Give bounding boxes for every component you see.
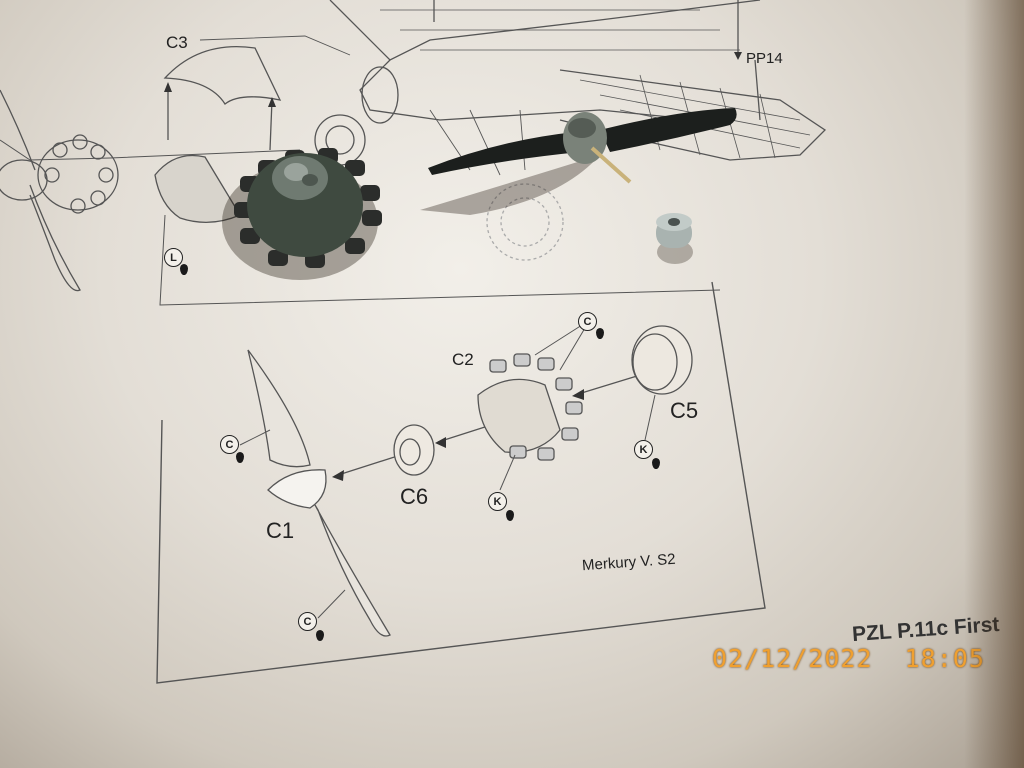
propeller-blade-left	[428, 132, 580, 175]
paint-code-k-cap: K	[634, 440, 653, 459]
camera-timestamp: 02/12/2022 18:05	[712, 644, 985, 673]
paint-code-k-engine: K	[488, 492, 507, 511]
paint-code-c-engine: C	[578, 312, 597, 331]
label-c3: C3	[166, 33, 188, 52]
paint-code-c-upper: C	[220, 435, 239, 454]
propeller-blade-right	[600, 108, 737, 152]
label-c1: C1	[266, 518, 295, 543]
paint-code-l: L	[164, 248, 183, 267]
label-pp14: PP14	[746, 50, 783, 67]
radial-engine-part	[234, 148, 382, 268]
label-c5: C5	[670, 398, 699, 423]
table-edge-shadow	[964, 0, 1024, 768]
label-c2: C2	[452, 350, 474, 369]
paint-code-c-lower: C	[298, 612, 317, 631]
label-c6: C6	[400, 484, 429, 509]
